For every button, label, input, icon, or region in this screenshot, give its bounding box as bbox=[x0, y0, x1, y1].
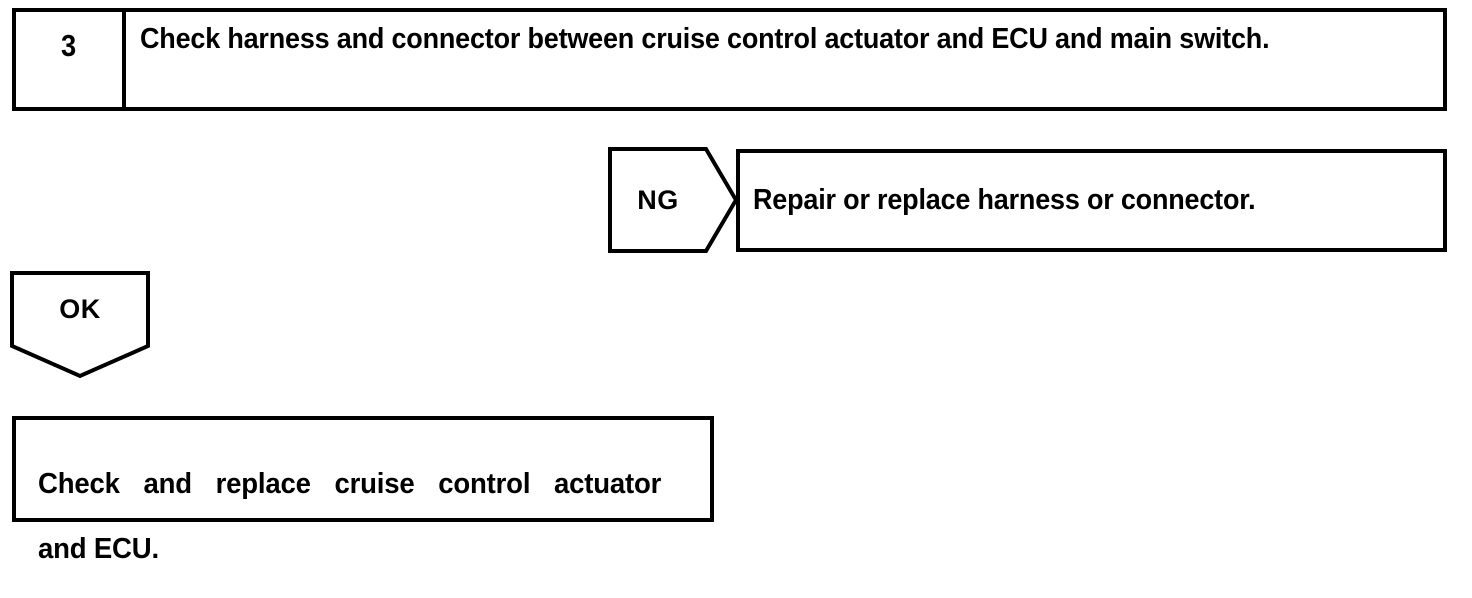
ok-branch-label: OK bbox=[59, 293, 101, 324]
ok-result-text: Check and replace cruise control actuato… bbox=[38, 436, 661, 598]
step-box: 3 Check harness and connector between cr… bbox=[12, 8, 1447, 111]
step-number-label: 3 bbox=[61, 28, 77, 63]
ng-result-box: Repair or replace harness or connector. bbox=[736, 149, 1447, 252]
ng-branch-chevron: NG bbox=[608, 147, 738, 253]
ok-branch-pentagon: OK bbox=[9, 270, 151, 380]
ok-result-line-1: Check and replace cruise control actuato… bbox=[38, 468, 662, 501]
ng-result-text: Repair or replace harness or connector. bbox=[753, 184, 1256, 217]
ok-result-box: Check and replace cruise control actuato… bbox=[12, 416, 714, 565]
step-number-cell: 3 bbox=[16, 12, 126, 107]
flowchart-page: { "diagram": { "title": "Cruise control … bbox=[9, 8, 1447, 566]
step-instruction-text: Check harness and connector between crui… bbox=[140, 23, 1270, 55]
ng-chevron-shape bbox=[608, 147, 738, 253]
ok-pentagon-shape bbox=[10, 271, 150, 379]
step-text-cell: Check harness and connector between crui… bbox=[126, 12, 1443, 107]
ng-branch-label: NG bbox=[637, 184, 679, 215]
ok-result-line-2: and ECU. bbox=[38, 533, 159, 566]
